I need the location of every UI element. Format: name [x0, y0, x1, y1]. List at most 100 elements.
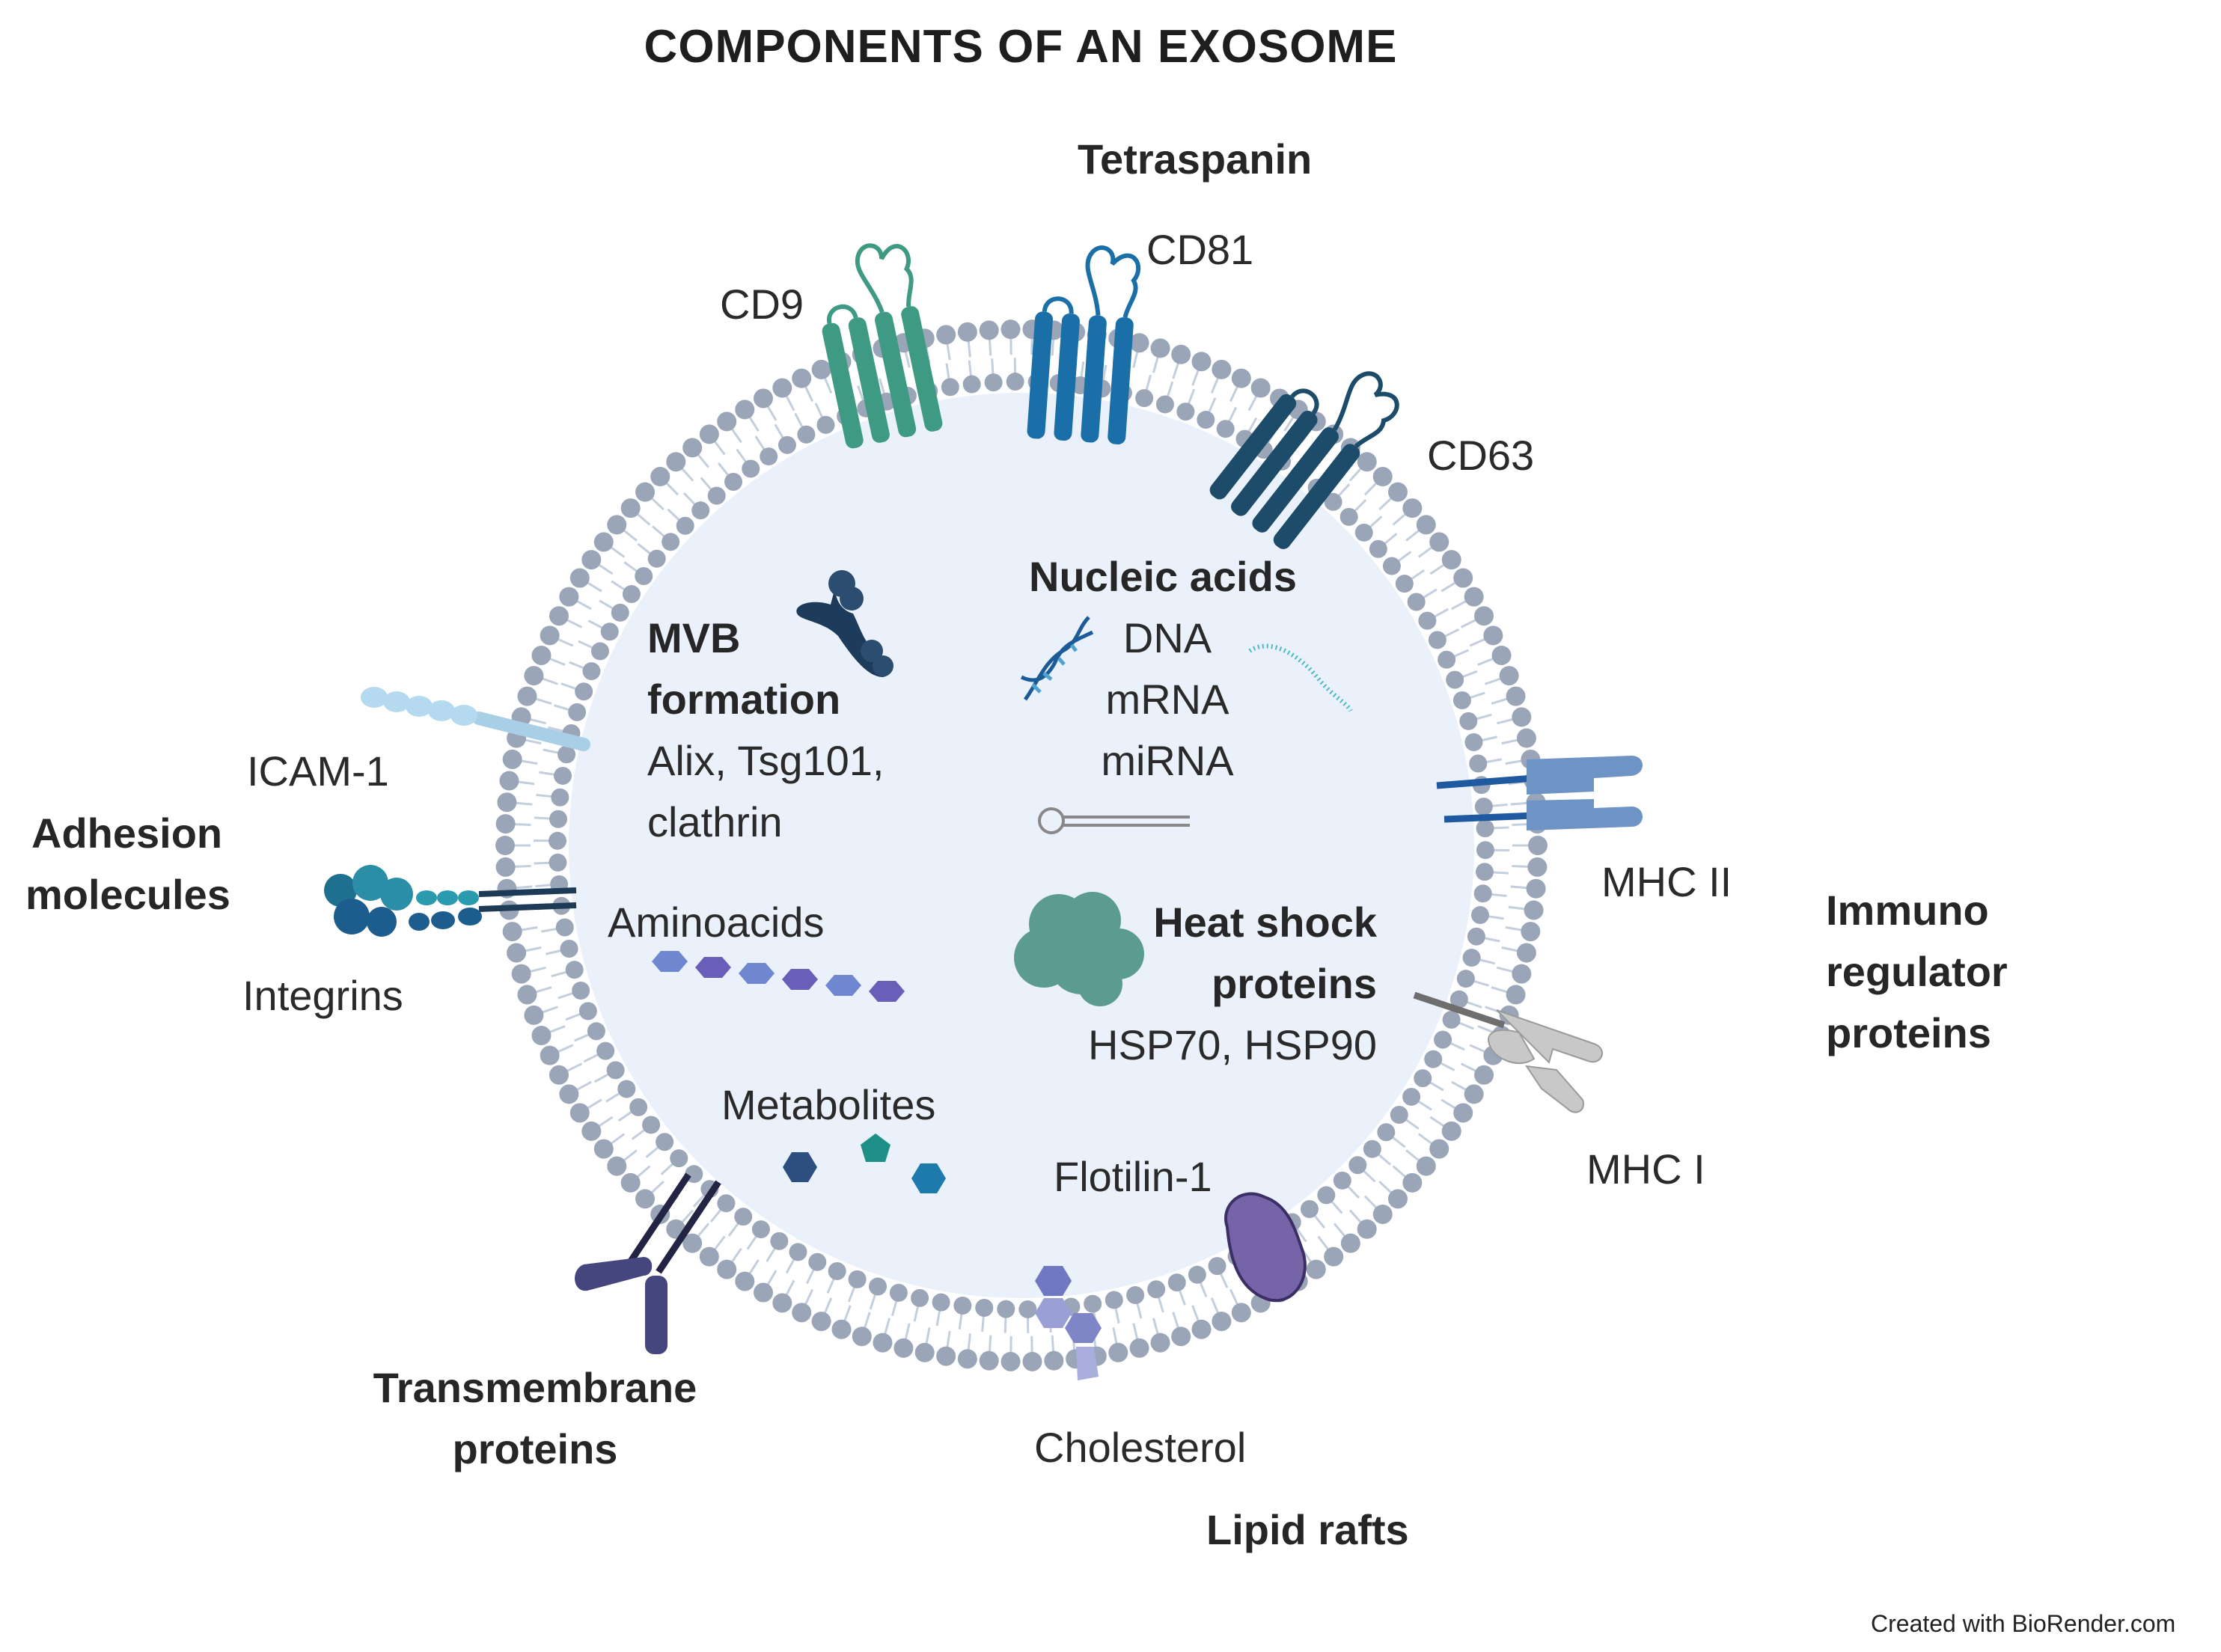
- lipid-head: [699, 424, 719, 444]
- lipid-head: [1506, 985, 1526, 1005]
- lipid-head: [1197, 411, 1215, 429]
- lipid-tail: [1467, 691, 1485, 700]
- lipid-head: [524, 1005, 544, 1025]
- lipid-head: [1424, 1050, 1443, 1068]
- lipid-head: [1212, 1312, 1232, 1332]
- lipid-head: [735, 400, 755, 420]
- lipid-head: [569, 568, 590, 588]
- lipid-head: [1476, 841, 1494, 860]
- mhc-ii-icon: [1436, 756, 1643, 830]
- mvb-proteins-line1: Alix, Tsg101,: [647, 737, 885, 784]
- lipid-head: [707, 486, 726, 505]
- lipid-head: [1491, 645, 1512, 665]
- lipid-head: [531, 1026, 552, 1046]
- lipid-head: [962, 375, 981, 394]
- biorender-credit: Created with BioRender.com: [1871, 1610, 2176, 1637]
- lipid-head: [754, 388, 773, 409]
- lipid-head: [1446, 670, 1464, 689]
- cd81-label: CD81: [1146, 226, 1254, 273]
- lipid-head: [1499, 666, 1519, 686]
- aminoacids-label: Aminoacids: [608, 899, 825, 946]
- lipid-head: [507, 943, 527, 963]
- mhc-i-label: MHC I: [1586, 1145, 1705, 1193]
- lipid-head: [1449, 990, 1468, 1009]
- lipid-head: [549, 1065, 569, 1085]
- lipid-head: [1528, 836, 1548, 855]
- lipid-head: [848, 1270, 867, 1288]
- lipid-head: [997, 1300, 1015, 1318]
- lipid-head: [1453, 1103, 1473, 1123]
- lipid-head: [691, 501, 710, 520]
- lipid-tail: [1178, 1288, 1186, 1306]
- lipid-head: [1474, 798, 1493, 816]
- lipid-tail: [700, 477, 714, 492]
- lipid-head: [717, 412, 737, 432]
- lipid-tail: [1396, 551, 1412, 563]
- lipid-tail: [1247, 417, 1258, 435]
- lipid-head: [497, 792, 517, 813]
- mhc-i-icon: [1413, 991, 1603, 1113]
- lipid-tail: [1329, 1199, 1343, 1214]
- lipid-head: [1418, 611, 1437, 630]
- lipid-tail: [557, 991, 575, 1000]
- lipid-head: [682, 1233, 703, 1253]
- lipid-head: [1452, 691, 1471, 710]
- lipid-head: [914, 1342, 935, 1362]
- lipid-head: [1459, 712, 1478, 730]
- lipid-head: [1126, 1286, 1145, 1305]
- lipid-head: [1357, 452, 1377, 472]
- dna-label: DNA: [1122, 614, 1212, 661]
- lipid-head: [1390, 1106, 1408, 1125]
- mvb-heading-line1: MVB: [647, 614, 741, 661]
- lipid-head: [1372, 1204, 1393, 1224]
- lipid-tail: [1420, 588, 1438, 600]
- lipid-head: [524, 666, 544, 686]
- lipid-head: [957, 1349, 977, 1369]
- lipid-head: [593, 532, 614, 552]
- aminoacid-hexagon: [695, 957, 731, 978]
- aminoacid-hexagon: [869, 981, 905, 1002]
- lipid-heads-outer: [495, 319, 1548, 1371]
- lipid-head: [642, 1116, 661, 1134]
- lipid-head: [551, 788, 569, 807]
- lipid-head: [792, 368, 812, 388]
- lipid-head: [742, 459, 760, 478]
- hsp-heading-line1: Heat shock: [1153, 899, 1377, 946]
- lipid-head: [808, 1252, 827, 1271]
- lipid-tail: [1080, 361, 1085, 380]
- lipid-head: [770, 1232, 789, 1250]
- lipid-head: [1407, 593, 1426, 611]
- lipid-head: [495, 836, 515, 855]
- lipid-head: [1006, 373, 1024, 391]
- lipid-tail: [578, 640, 596, 650]
- lipid-head: [792, 1303, 812, 1323]
- mrna-label: mRNA: [1105, 676, 1229, 723]
- lipid-head: [1044, 1350, 1064, 1371]
- lipid-head: [1369, 539, 1387, 558]
- lipid-head: [1357, 1219, 1377, 1239]
- lipid-head: [735, 1271, 755, 1291]
- lipid-head: [1474, 606, 1494, 626]
- lipid-head: [600, 622, 619, 641]
- lipid-head: [596, 1041, 615, 1060]
- lipid-head: [754, 1282, 773, 1303]
- lipid-head: [1231, 368, 1251, 388]
- lipid-tail: [814, 403, 825, 420]
- metabolites-icon: [783, 1134, 946, 1193]
- exosome-lumen: [569, 393, 1474, 1298]
- lipid-head: [1464, 587, 1484, 607]
- lipid-rafts-heading: Lipid rafts: [1206, 1506, 1409, 1553]
- lipid-head: [1150, 1333, 1170, 1353]
- lipid-head: [1191, 1319, 1212, 1339]
- lipid-head: [557, 745, 576, 764]
- lipid-tail: [667, 508, 682, 523]
- lipid-head: [495, 857, 516, 877]
- lipid-head: [1354, 523, 1373, 542]
- lipid-head: [1306, 1259, 1326, 1279]
- lipid-head: [682, 438, 703, 458]
- lipid-head: [1456, 970, 1475, 988]
- lipid-head: [1416, 1156, 1436, 1176]
- lipid-head: [979, 320, 999, 340]
- lipid-head: [622, 585, 641, 604]
- cd63-label: CD63: [1427, 432, 1535, 479]
